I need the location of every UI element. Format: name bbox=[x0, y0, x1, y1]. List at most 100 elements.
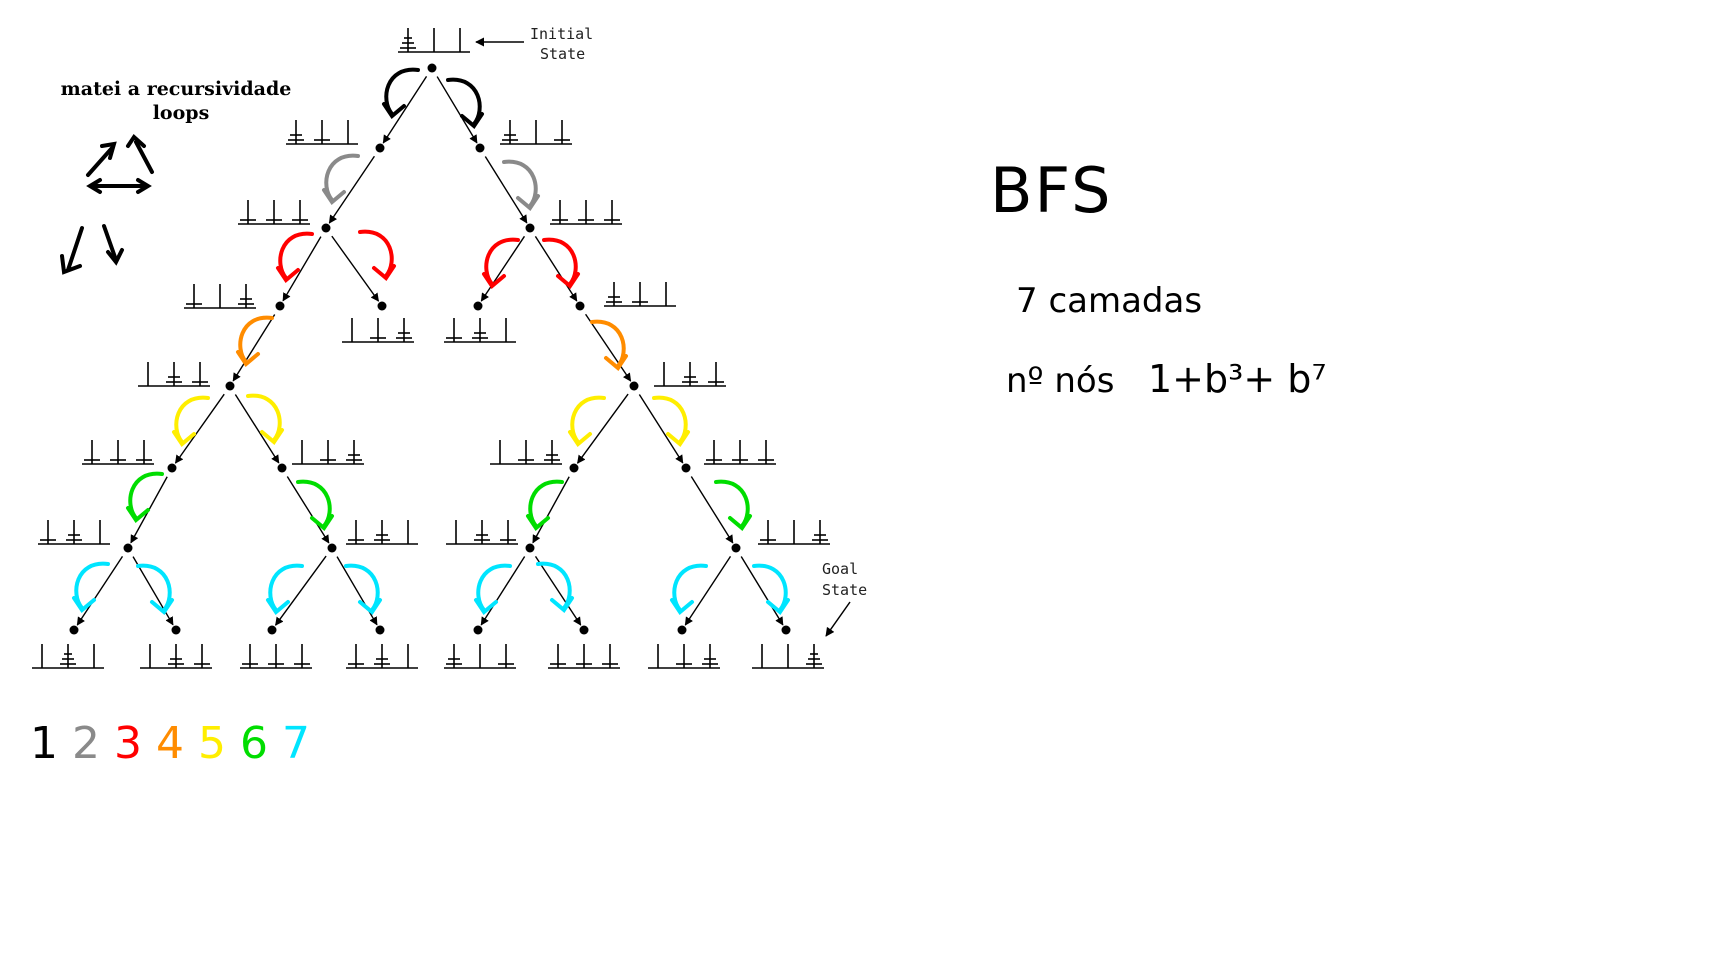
tree-nodes bbox=[69, 63, 791, 635]
tree-edge bbox=[684, 555, 732, 626]
hanoi-state bbox=[444, 644, 516, 669]
tree-edge bbox=[328, 155, 375, 224]
tree-edge bbox=[132, 556, 174, 626]
layers-text: 7 camadas bbox=[1016, 281, 1202, 321]
tree-node bbox=[427, 63, 437, 73]
svg-text:loops: loops bbox=[153, 102, 210, 124]
legend-number: 3 bbox=[114, 718, 142, 769]
tree-node bbox=[375, 625, 385, 635]
tree-edge bbox=[274, 555, 327, 626]
layer-arrow bbox=[266, 563, 304, 615]
tree-edge bbox=[534, 555, 582, 626]
tree-node bbox=[525, 543, 535, 553]
legend-number: 6 bbox=[240, 718, 268, 769]
hanoi-state bbox=[500, 120, 572, 145]
tree-edge bbox=[382, 76, 428, 144]
hanoi-state bbox=[704, 440, 776, 465]
layer-arrow bbox=[652, 395, 690, 447]
svg-text:matei a recursividade: matei a recursividade bbox=[61, 78, 292, 100]
tree-node bbox=[681, 463, 691, 473]
hanoi-state bbox=[140, 644, 212, 669]
hanoi-state bbox=[292, 440, 364, 465]
bfs-annotations: BFS 7 camadas nº nós 1+b³+ b⁷ bbox=[990, 154, 1327, 401]
hanoi-state bbox=[184, 284, 256, 309]
layer-arrow bbox=[296, 479, 334, 531]
tree-node bbox=[275, 301, 285, 311]
layer-arrow bbox=[72, 561, 110, 613]
layer-arrow bbox=[446, 77, 484, 129]
hanoi-state bbox=[32, 644, 104, 669]
hanoi-state bbox=[38, 520, 110, 545]
tree-edge bbox=[585, 313, 632, 382]
hanoi-state bbox=[342, 318, 414, 343]
tree-node bbox=[171, 625, 181, 635]
tree-node bbox=[321, 223, 331, 233]
hanoi-state bbox=[604, 282, 676, 307]
tree-node bbox=[377, 301, 387, 311]
hanoi-state bbox=[752, 644, 824, 669]
tree-edge bbox=[690, 476, 734, 544]
layer-arrow bbox=[246, 393, 284, 445]
hanoi-state bbox=[238, 200, 310, 225]
tree-edge bbox=[740, 556, 784, 626]
layer-arrow bbox=[322, 153, 360, 205]
hanoi-state bbox=[446, 520, 518, 545]
tree-node bbox=[629, 381, 639, 391]
tree-edge bbox=[232, 314, 276, 382]
tree-node bbox=[677, 625, 687, 635]
tree-node bbox=[267, 625, 277, 635]
layer-arrow bbox=[344, 563, 382, 615]
hanoi-state bbox=[138, 362, 210, 387]
svg-text:State: State bbox=[822, 581, 867, 599]
hanoi-state bbox=[346, 644, 418, 669]
legend-number: 5 bbox=[198, 718, 226, 769]
layer-arrow bbox=[568, 395, 606, 447]
legend-number: 2 bbox=[72, 718, 100, 769]
tree-node bbox=[475, 143, 485, 153]
tree-node bbox=[69, 625, 79, 635]
legend-number: 4 bbox=[156, 718, 184, 769]
tree-edge bbox=[336, 556, 378, 626]
tree-edge bbox=[331, 235, 380, 302]
svg-text:State: State bbox=[540, 45, 585, 63]
layer-arrow bbox=[590, 319, 628, 371]
tree-node bbox=[731, 543, 741, 553]
tree-edge bbox=[282, 236, 322, 302]
tree-edge bbox=[480, 235, 526, 302]
tree-edge bbox=[534, 236, 578, 302]
state-glyphs bbox=[32, 28, 830, 669]
tree-node bbox=[569, 463, 579, 473]
nodes-prefix: nº nós bbox=[1006, 361, 1114, 401]
layer-arrow bbox=[670, 563, 708, 615]
tree-node bbox=[167, 463, 177, 473]
layer-arrow bbox=[276, 231, 314, 283]
tree-node bbox=[473, 301, 483, 311]
hanoi-state bbox=[550, 200, 622, 225]
hanoi-state bbox=[648, 644, 720, 669]
layer-arrow bbox=[714, 479, 752, 531]
layer-arrow bbox=[526, 479, 564, 531]
layer-arrow bbox=[482, 237, 520, 289]
hanoi-state bbox=[490, 440, 562, 465]
tree-node bbox=[375, 143, 385, 153]
loops-doodle-icon bbox=[60, 133, 154, 275]
tree-node bbox=[781, 625, 791, 635]
layer-arrow bbox=[536, 561, 574, 613]
tree-edge bbox=[76, 555, 124, 626]
layer-arrow bbox=[382, 67, 420, 119]
tree-node bbox=[327, 543, 337, 553]
tree-edge bbox=[638, 394, 684, 464]
tree-node bbox=[525, 223, 535, 233]
tree-edge bbox=[576, 393, 629, 464]
loops-note: matei a recursividade loops bbox=[61, 78, 292, 124]
tree-edge bbox=[484, 156, 528, 224]
hanoi-state bbox=[346, 520, 418, 545]
tree-node bbox=[277, 463, 287, 473]
svg-text:Initial: Initial bbox=[530, 25, 593, 43]
hanoi-state bbox=[82, 440, 154, 465]
tree-edge bbox=[286, 476, 330, 544]
goal-state-label: Goal State bbox=[822, 560, 867, 637]
hanoi-state bbox=[654, 362, 726, 387]
